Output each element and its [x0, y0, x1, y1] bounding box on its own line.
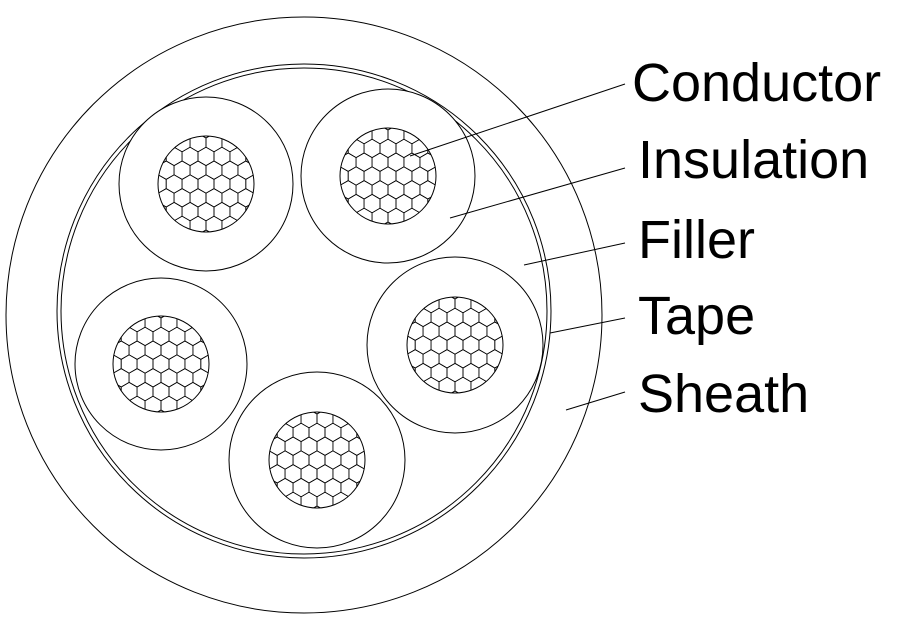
- leader-line-insulation: [449, 167, 626, 219]
- insulation-ring: [74, 277, 248, 451]
- leader-line-tape: [549, 317, 626, 334]
- conductor-boundary: [406, 296, 504, 394]
- core-1: [118, 96, 294, 272]
- conductor-boundary: [268, 411, 366, 509]
- tape-outer-ring: [56, 63, 552, 559]
- label-tape: Tape: [638, 286, 755, 346]
- label-filler: Filler: [638, 210, 755, 270]
- conductor-boundary: [112, 315, 210, 413]
- core-3: [74, 277, 248, 451]
- leader-line-sheath: [565, 391, 626, 411]
- label-sheath: Sheath: [638, 364, 809, 424]
- sheath-outer-ring: [5, 16, 603, 614]
- insulation-ring: [228, 371, 406, 549]
- label-insulation: Insulation: [638, 130, 869, 190]
- insulation-ring: [118, 96, 294, 272]
- conductor-boundary: [339, 127, 437, 225]
- core-2: [300, 88, 476, 264]
- core-5: [228, 371, 406, 549]
- label-conductor: Conductor: [632, 53, 881, 113]
- tape-inner-ring: [60, 67, 548, 555]
- insulation-ring: [300, 88, 476, 264]
- core-4: [366, 256, 544, 434]
- insulation-ring: [366, 256, 544, 434]
- leader-line-filler: [523, 242, 626, 266]
- conductor-boundary: [157, 135, 255, 233]
- leader-line-conductor: [409, 83, 626, 157]
